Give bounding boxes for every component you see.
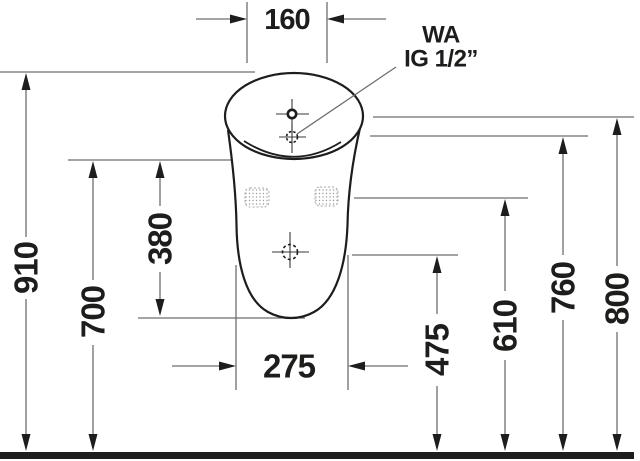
fixing-hole-left [244,187,270,208]
dim-160-label: 160 [264,4,309,36]
connection-annotation: WA IG 1/2” [404,21,478,72]
dim-800-label: 800 [599,273,636,325]
dimension-lines [25,18,618,434]
outlet-hole [272,232,309,268]
dim-275-label: 275 [263,348,316,385]
leader-line [296,66,397,135]
rim-inner-edge [243,140,342,158]
dim-910-label: 910 [8,242,45,294]
fixing-holes [244,186,339,208]
fixing-hole-right [314,186,339,207]
dimension-labels: 160 910 700 380 275 475 610 760 800 [8,4,636,384]
dimension-arrows [21,14,622,451]
annotation-line2: IG 1/2” [404,45,478,72]
floor-line [0,452,634,459]
annotation-line1: WA [422,21,460,48]
dim-475-label: 475 [419,323,456,376]
dim-700-label: 700 [75,286,112,338]
urinal-body [226,127,362,320]
water-connection-hole [279,124,306,153]
dim-610-label: 610 [487,300,524,352]
extension-lines [0,2,634,390]
dim-760-label: 760 [545,262,582,314]
tap-hole [276,99,309,133]
dim-380-label: 380 [142,213,179,265]
